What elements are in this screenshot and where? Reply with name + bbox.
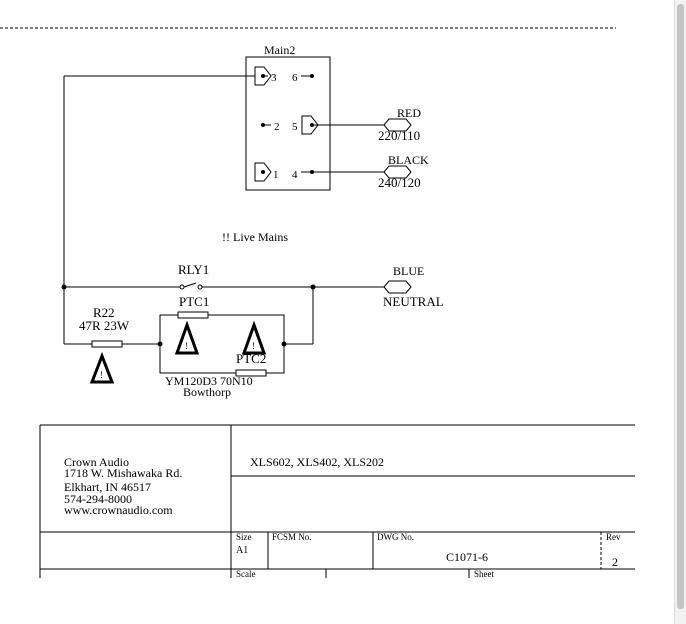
- dwg-label: DWG No.: [377, 532, 414, 542]
- ptc-part-number: YM120D3 70N10: [165, 374, 253, 388]
- size-label: Size: [236, 532, 252, 542]
- scale-label: Scale: [236, 569, 256, 579]
- hazard-warning-icon: [89, 351, 115, 384]
- ptc-manufacturer: Bowthorp: [183, 385, 231, 399]
- rev-label: Rev: [606, 532, 621, 542]
- hazard-warning-icon: [241, 320, 267, 355]
- net-voltage-black: 240/120: [378, 175, 421, 190]
- relay-switch-arm: [183, 282, 197, 288]
- net-flag-red: [383, 118, 412, 132]
- fcsm-label: FCSM No.: [272, 532, 312, 542]
- company-name: Crown Audio: [64, 455, 129, 469]
- net-flag-blue: [383, 280, 412, 294]
- size-value: A1: [236, 545, 248, 556]
- connector-pin-5-symbol: [301, 115, 319, 135]
- company-website: www.crownaudio.com: [64, 503, 173, 517]
- net-label-black: BLACK: [388, 153, 429, 167]
- pin-label: 1: [273, 169, 279, 181]
- connector-body: [245, 56, 331, 191]
- ptc1-body: [177, 311, 209, 319]
- ptc2-ref: PTC2: [236, 351, 266, 366]
- company-city: Elkhart, IN 46517: [64, 480, 151, 494]
- ptc2-body: [235, 369, 267, 377]
- pin-label: 6: [292, 72, 298, 84]
- ptc1-ref: PTC1: [179, 294, 209, 309]
- sheet-label: Sheet: [474, 569, 494, 579]
- resistor-ref: R22: [93, 305, 115, 320]
- live-mains-warning: !! Live Mains: [222, 230, 288, 244]
- connector-pin-1-symbol: [254, 162, 272, 182]
- scrollbar-thumb[interactable]: [677, 4, 684, 609]
- company-phone: 574-294-8000: [64, 492, 132, 506]
- relay-ref: RLY1: [178, 262, 209, 277]
- rev-value: 2: [612, 555, 618, 569]
- pin-label: 4: [292, 169, 298, 181]
- net-label-red: RED: [397, 106, 421, 120]
- hazard-mark: !: [185, 341, 188, 351]
- drawing-title: XLS602, XLS402, XLS202: [250, 455, 384, 469]
- pin-dot: [310, 74, 314, 78]
- pin-label: 3: [271, 72, 277, 84]
- connector-pin-3-symbol: [254, 66, 272, 86]
- connector-ref: Main2: [264, 43, 295, 57]
- resistor-r22: [91, 340, 123, 348]
- net-function-blue: NEUTRAL: [383, 294, 444, 309]
- net-label-blue: BLUE: [393, 264, 424, 278]
- pin-dot: [261, 170, 265, 174]
- pin-label: 2: [274, 121, 280, 133]
- hazard-mark: !: [252, 341, 255, 351]
- net-flag-black: [383, 165, 412, 179]
- resistor-value: 47R 23W: [79, 318, 130, 333]
- pin-label: 5: [292, 121, 298, 133]
- hazard-mark: !: [100, 370, 103, 380]
- company-address: 1718 W. Mishawaka Rd.: [64, 466, 182, 480]
- hazard-warning-icon: [174, 320, 200, 355]
- vertical-scrollbar[interactable]: [674, 0, 686, 624]
- junction-dot: [61, 284, 67, 290]
- relay-contact: [197, 284, 203, 290]
- net-voltage-red: 220/110: [378, 128, 420, 143]
- dwg-number: C1071-6: [446, 550, 488, 564]
- relay-contact: [179, 284, 185, 290]
